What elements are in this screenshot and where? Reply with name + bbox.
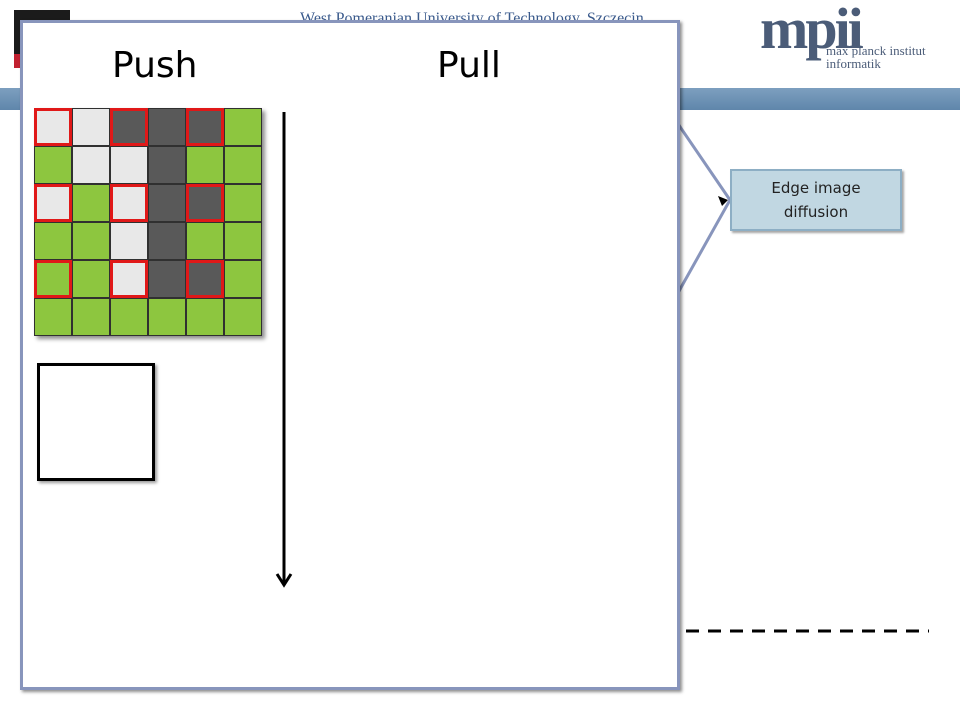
dashed-separator — [686, 629, 929, 633]
grid-cell — [34, 260, 72, 298]
grid-cell — [186, 108, 224, 146]
grid-cell — [34, 146, 72, 184]
edge-image-diffusion-callout: Edge image diffusion — [730, 169, 902, 231]
grid-cell — [34, 184, 72, 222]
mpi-logo-line1: max planck institut — [826, 43, 926, 58]
grid-cell — [148, 222, 186, 260]
grid-cell — [110, 298, 148, 336]
mpi-logo-mark: mpii — [760, 0, 864, 61]
grid-cell — [72, 184, 110, 222]
grid-cell — [72, 222, 110, 260]
grid-cell — [110, 184, 148, 222]
mpi-logo-line2: informatik — [826, 56, 881, 71]
grid-cell — [148, 108, 186, 146]
grid-cell — [224, 146, 262, 184]
pull-label: Pull — [437, 45, 501, 86]
grid-cell — [148, 260, 186, 298]
grid-cell — [224, 108, 262, 146]
down-arrow-icon — [275, 112, 293, 588]
grid-cell — [224, 298, 262, 336]
grid-cell — [72, 260, 110, 298]
mpi-logo: mpii max planck institut informatik — [760, 0, 926, 70]
grid-cell — [110, 108, 148, 146]
grid-cell — [110, 260, 148, 298]
grid-cell — [148, 298, 186, 336]
grid-cell — [110, 222, 148, 260]
grid-cell — [34, 222, 72, 260]
push-label: Push — [112, 45, 198, 86]
grid-cell — [186, 146, 224, 184]
grid-cell — [148, 184, 186, 222]
grid-cell — [224, 222, 262, 260]
grid-cell — [72, 298, 110, 336]
grid-cell — [72, 146, 110, 184]
mpi-logo-text: max planck institut informatik — [826, 44, 926, 70]
grid-cell — [224, 184, 262, 222]
pixel-grid — [34, 108, 262, 336]
grid-cell — [110, 146, 148, 184]
grid-cell — [224, 260, 262, 298]
grid-cell — [186, 222, 224, 260]
grid-cell — [186, 184, 224, 222]
grid-cell — [186, 260, 224, 298]
grid-cell — [186, 298, 224, 336]
grid-cell — [34, 298, 72, 336]
grid-cell — [34, 108, 72, 146]
empty-square — [37, 363, 155, 481]
grid-cell — [72, 108, 110, 146]
grid-cell — [148, 146, 186, 184]
